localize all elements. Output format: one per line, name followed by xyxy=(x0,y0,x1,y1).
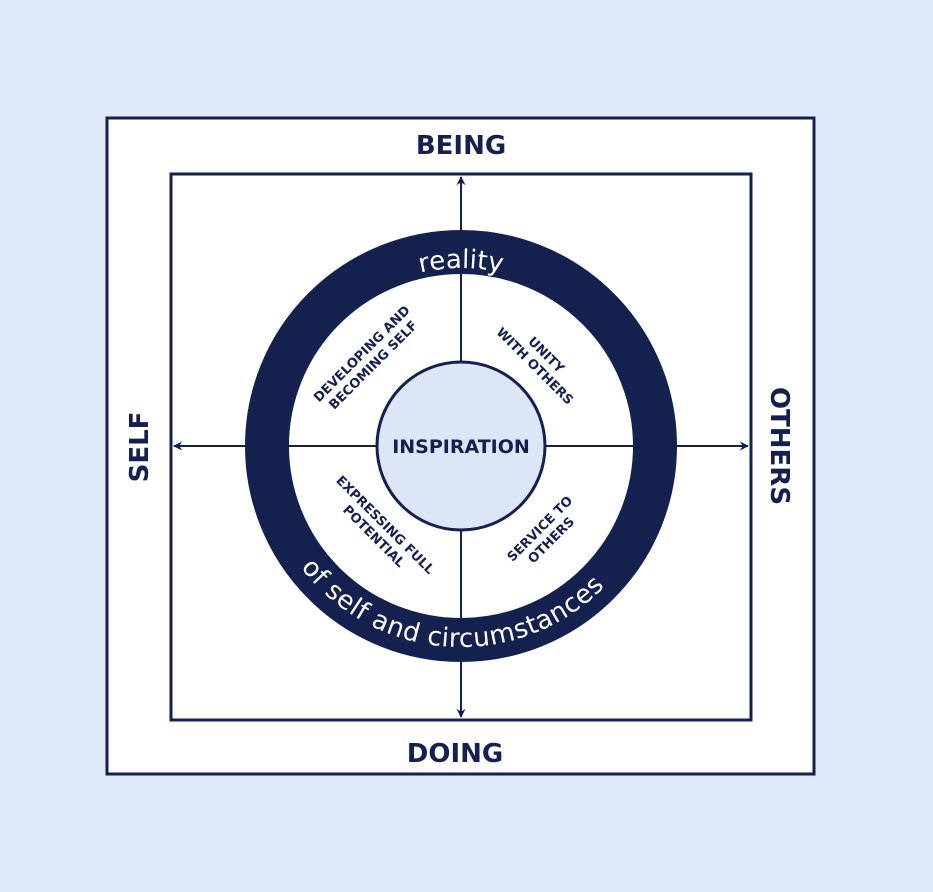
label-being: BEING xyxy=(416,131,506,161)
label-doing: DOING xyxy=(407,739,503,769)
label-self: SELF xyxy=(125,412,155,483)
ring-text-top: reality xyxy=(416,245,506,280)
label-others: OTHERS xyxy=(764,387,794,505)
center-label: INSPIRATION xyxy=(392,436,530,458)
center-circle xyxy=(375,360,547,532)
